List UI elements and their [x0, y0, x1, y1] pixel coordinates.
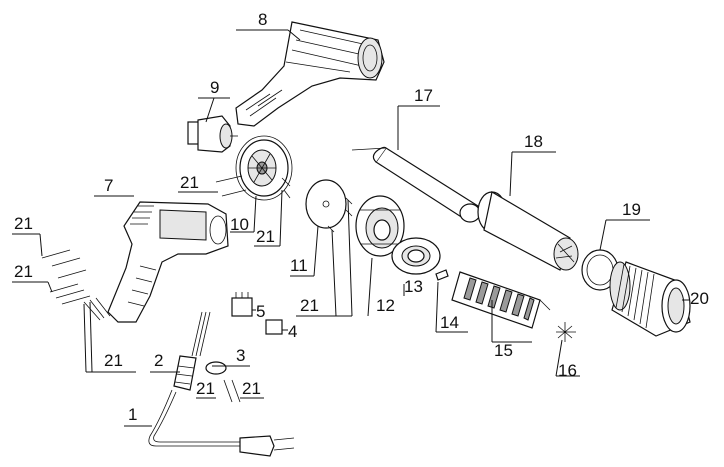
part-8-housing-top: [235, 21, 385, 127]
label-21-cover: 21: [256, 227, 275, 246]
label-15: 15: [494, 341, 513, 360]
part-18-inner-tube: [477, 191, 579, 271]
part-15-heating-element: [451, 271, 551, 329]
label-21-top-left: 21: [14, 214, 33, 233]
label-8: 8: [258, 10, 267, 29]
label-9: 9: [210, 78, 219, 97]
left-screws: [41, 249, 111, 321]
label-4: 4: [288, 322, 297, 341]
screws-near-motor: [215, 175, 247, 197]
label-21-motor: 21: [180, 173, 199, 192]
label-21-lower-left: 21: [104, 351, 123, 370]
label-3: 3: [236, 346, 245, 365]
part-16-clip: [556, 322, 576, 342]
label-14: 14: [440, 313, 459, 332]
part-14-mica: [435, 269, 449, 281]
label-21-bottom-a: 21: [196, 379, 215, 398]
label-16: 16: [558, 361, 577, 380]
part-11-disc: [305, 179, 347, 229]
part-1-power-cord: [148, 389, 295, 457]
part-12-fan-housing: [355, 195, 405, 257]
part-5-switch: [231, 292, 253, 317]
label-21-bottom-b: 21: [242, 379, 261, 398]
label-2: 2: [154, 351, 163, 370]
part-10-fan-cover: [235, 135, 293, 201]
label-21-housing: 21: [300, 296, 319, 315]
part-2-strain-relief: [173, 311, 211, 391]
label-11: 11: [290, 256, 308, 275]
label-12: 12: [376, 296, 395, 315]
part-20-nozzle: [609, 261, 691, 337]
label-19: 19: [622, 200, 641, 219]
part-17-outer-tube: [351, 146, 481, 223]
part-4-button: [265, 319, 283, 335]
part-13-flange: [391, 237, 441, 275]
label-17: 17: [414, 86, 433, 105]
label-13: 13: [404, 277, 423, 296]
screws-near-11: [281, 177, 353, 233]
label-5: 5: [256, 302, 265, 321]
label-21-mid-left: 21: [14, 262, 33, 281]
part-9-motor: [187, 115, 238, 153]
label-1: 1: [128, 405, 137, 424]
part-3-cable-clamp: [205, 361, 241, 403]
part-7-handle-housing: [107, 201, 229, 323]
label-18: 18: [524, 132, 543, 151]
label-10: 10: [230, 215, 249, 234]
leader-lines: [12, 29, 690, 427]
label-7: 7: [104, 176, 113, 195]
part-labels: 8 9 17 18 7 21 10 21 11 19 21 21 20 13 2…: [14, 10, 709, 424]
label-20: 20: [690, 289, 709, 308]
